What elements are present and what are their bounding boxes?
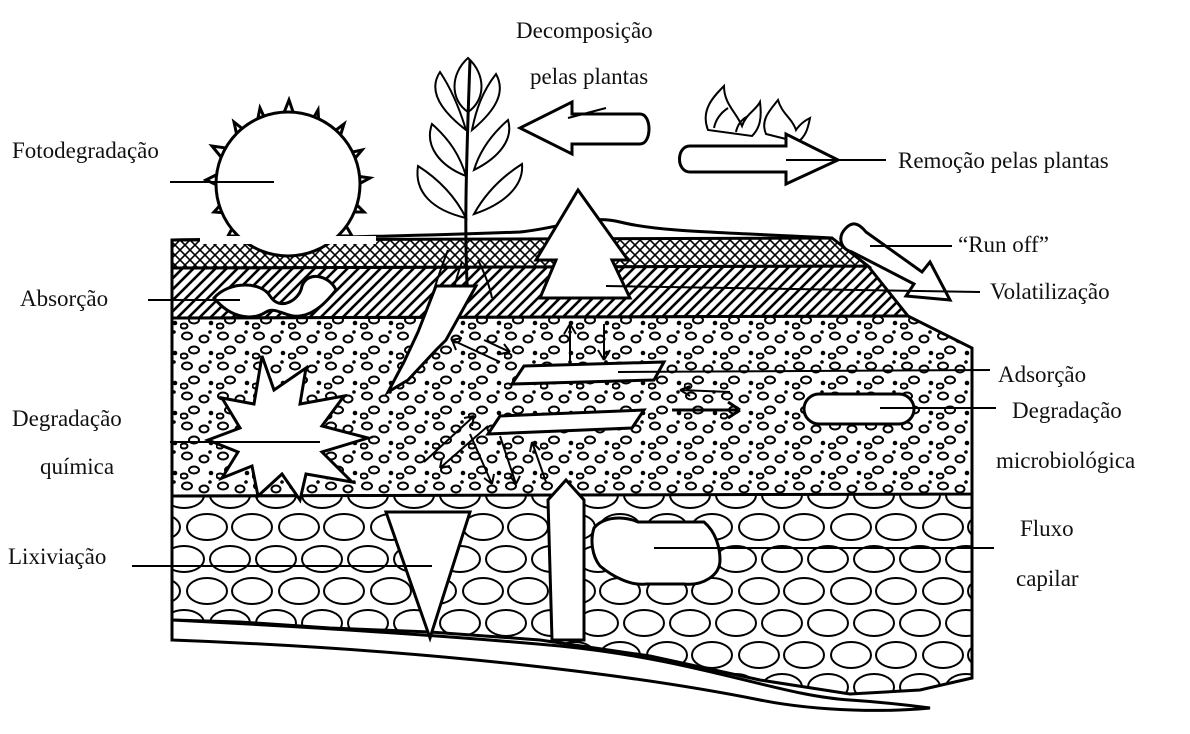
label-fotodegradacao: Fotodegradação [12,138,159,163]
label-pelas-plantas: pelas plantas [530,64,648,89]
harvested-plants-icon [706,86,810,142]
label-degradacao-left: Degradação [12,406,122,431]
label-absorcao: Absorção [20,286,108,311]
label-lixiviacao: Lixiviação [8,544,106,569]
label-decomposicao: Decomposição [516,18,653,43]
label-degradacao-right: Degradação [1012,398,1122,423]
adsorption-plate-1 [512,362,664,384]
label-quimica: química [40,454,114,479]
label-microbiologica: microbiológica [996,448,1135,473]
sun-icon [200,100,376,256]
label-adsorcao: Adsorção [998,362,1086,387]
label-fluxo: Fluxo [1020,516,1074,541]
label-run-off: “Run off” [958,232,1049,257]
decomposition-arrow [520,102,649,154]
capillary-flow-shape [592,518,720,584]
volatilization-arrow [536,190,630,298]
label-capilar: capilar [1016,566,1079,591]
label-volatilizacao: Volatilização [990,279,1110,304]
capillary-arrow [548,480,584,640]
label-remocao: Remoção pelas plantas [898,148,1109,173]
